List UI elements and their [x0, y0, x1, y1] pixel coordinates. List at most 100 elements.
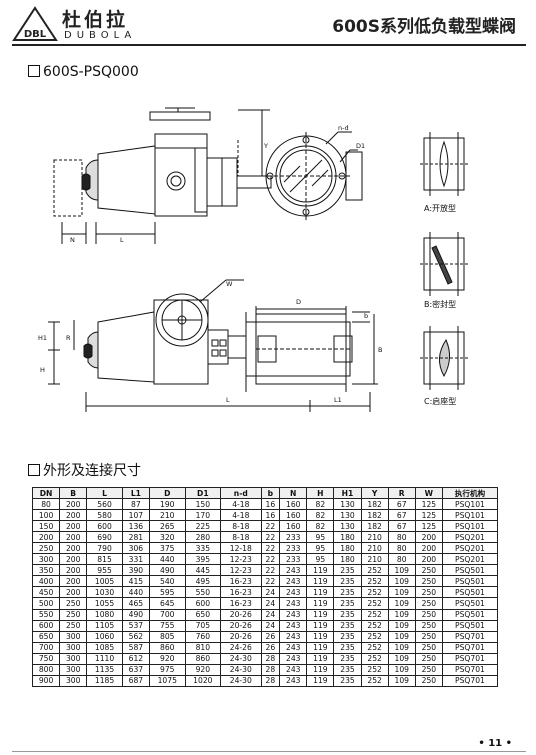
actuator-top-view: [81, 107, 272, 217]
table-cell: 150: [31, 520, 61, 533]
table-cell: PSQ701: [441, 641, 499, 654]
table-cell: 80: [387, 531, 416, 544]
table-cell: 22: [260, 520, 281, 533]
table-cell: 130: [333, 520, 362, 533]
table-cell: 210: [360, 553, 389, 566]
table-cell: 537: [121, 619, 150, 632]
table-cell: 790: [86, 542, 123, 555]
table-cell: 495: [184, 575, 222, 588]
table-cell: 119: [306, 608, 335, 621]
table-cell: 182: [360, 498, 389, 511]
table-cell: 805: [148, 630, 186, 643]
table-cell: 8-18: [220, 531, 262, 544]
table-cell: 16: [260, 498, 281, 511]
table-cell: 100: [31, 509, 61, 522]
table-cell: 1135: [86, 663, 123, 676]
table-cell: PSQ701: [441, 674, 499, 687]
table-cell: 252: [360, 597, 389, 610]
col-header: n-d: [220, 486, 262, 500]
table-cell: 335: [184, 542, 222, 555]
table-cell: 119: [306, 674, 335, 687]
table-cell: 119: [306, 575, 335, 588]
header-divider: [12, 44, 526, 46]
col-header: H1: [333, 486, 362, 500]
table-cell: 82: [306, 520, 335, 533]
table-cell: 645: [148, 597, 186, 610]
table-cell: 24: [260, 608, 281, 621]
table-cell: 26: [260, 630, 281, 643]
table-cell: 24: [260, 597, 281, 610]
table-cell: 119: [306, 641, 335, 654]
table-cell: 28: [260, 652, 281, 665]
technical-drawing: N L Y n-d D1 W D b B H1 R H L L1: [38, 107, 468, 412]
table-cell: 252: [360, 586, 389, 599]
table-cell: 690: [86, 531, 123, 544]
table-cell: 24-30: [220, 663, 262, 676]
table-cell: 109: [387, 674, 416, 687]
table-cell: 650: [31, 630, 61, 643]
table-cell: 252: [360, 630, 389, 643]
table-cell: 200: [59, 498, 88, 511]
table-cell: 119: [306, 652, 335, 665]
table-cell: 250: [414, 575, 443, 588]
table-cell: 109: [387, 575, 416, 588]
table-cell: 920: [148, 652, 186, 665]
table-cell: 200: [59, 564, 88, 577]
table-cell: 250: [414, 564, 443, 577]
table-cell: 200: [414, 542, 443, 555]
page-title: 600S系列低负载型蝶阀: [332, 17, 516, 37]
table-header-row: DN B L L1 D D1 n-d b N H H1 Y R W 执行机构: [31, 486, 499, 500]
brand-name-en: DUBOLA: [64, 30, 137, 41]
table-cell: 975: [148, 663, 186, 676]
table-cell: 180: [333, 542, 362, 555]
table-cell: 860: [148, 641, 186, 654]
table-cell: 700: [148, 608, 186, 621]
table-cell: 750: [31, 652, 61, 665]
table-cell: 252: [360, 674, 389, 687]
table-cell: 900: [31, 674, 61, 687]
table-cell: 755: [148, 619, 186, 632]
dim-label-w: W: [226, 280, 233, 288]
table-cell: 637: [121, 663, 150, 676]
table-cell: 587: [121, 641, 150, 654]
table-cell: PSQ101: [441, 520, 499, 533]
table-cell: 252: [360, 575, 389, 588]
table-cell: 540: [148, 575, 186, 588]
table-cell: 235: [333, 586, 362, 599]
table-cell: 1055: [86, 597, 123, 610]
table-cell: 465: [121, 597, 150, 610]
table-cell: 28: [260, 663, 281, 676]
table-cell: PSQ501: [441, 608, 499, 621]
table-cell: 12-18: [220, 542, 262, 555]
table-cell: 170: [184, 509, 222, 522]
table-cell: 24: [260, 586, 281, 599]
table-cell: 200: [59, 520, 88, 533]
table-cell: 109: [387, 630, 416, 643]
table-cell: 252: [360, 619, 389, 632]
table-cell: 119: [306, 619, 335, 632]
table-cell: 390: [121, 564, 150, 577]
table-cell: 119: [306, 586, 335, 599]
table-cell: 580: [86, 509, 123, 522]
table-cell: 95: [306, 553, 335, 566]
table-cell: 920: [184, 663, 222, 676]
table-cell: 600: [86, 520, 123, 533]
table-cell: 243: [279, 630, 308, 643]
table-cell: PSQ501: [441, 564, 499, 577]
table-cell: 306: [121, 542, 150, 555]
table-cell: 200: [59, 542, 88, 555]
table-cell: 445: [184, 564, 222, 577]
table-cell: 415: [121, 575, 150, 588]
table-cell: 16-23: [220, 575, 262, 588]
dim-label-h1: H1: [38, 334, 47, 342]
table-cell: 235: [333, 597, 362, 610]
table-cell: 243: [279, 641, 308, 654]
table-cell: 26: [260, 641, 281, 654]
table-cell: 250: [414, 608, 443, 621]
table-cell: 1075: [148, 674, 186, 687]
col-header: H: [306, 486, 335, 500]
table-cell: 200: [59, 586, 88, 599]
valve-side-view: [245, 306, 378, 392]
